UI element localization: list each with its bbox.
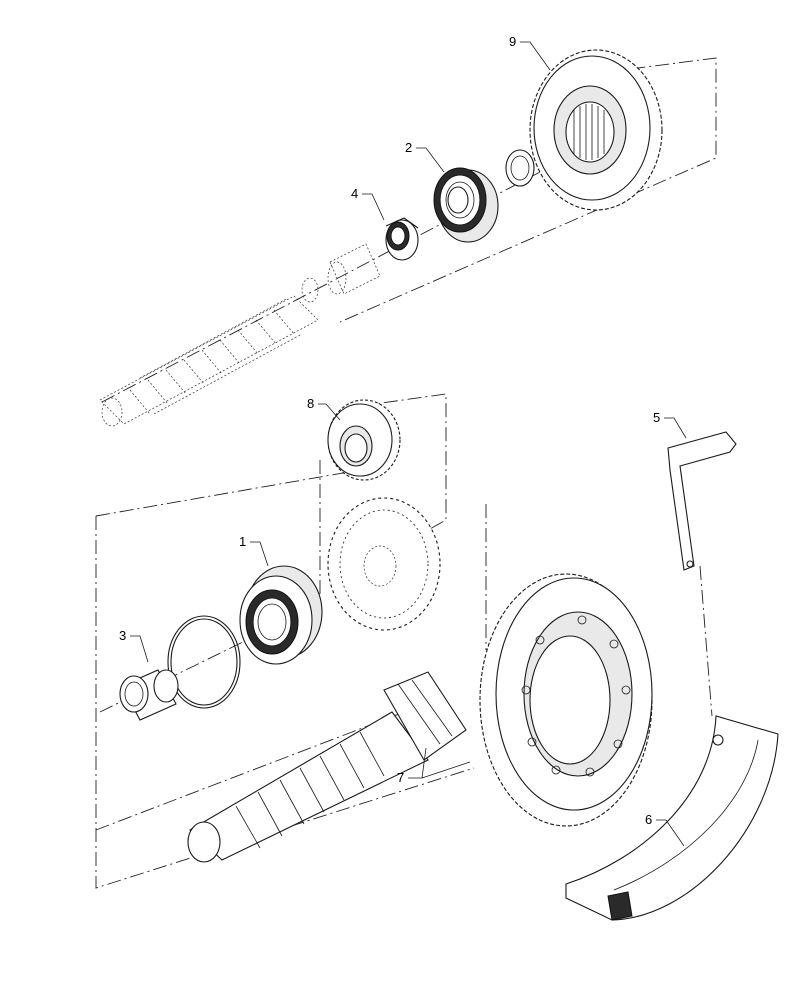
snap-ring bbox=[167, 615, 241, 709]
part-8-small-gear bbox=[327, 399, 401, 481]
callout-5: 5 bbox=[653, 410, 660, 425]
part-4-nut bbox=[385, 217, 419, 261]
part-2-bearing bbox=[433, 167, 499, 243]
callout-9: 9 bbox=[509, 34, 516, 49]
thrust-washer bbox=[505, 149, 535, 187]
part-7-ring-gear bbox=[479, 573, 653, 827]
upper-shaft bbox=[99, 243, 381, 427]
part-1-bearing bbox=[239, 565, 323, 665]
part-7-pinion-shaft bbox=[187, 671, 467, 863]
part-5-bracket bbox=[667, 431, 737, 571]
part-3-bushing bbox=[119, 669, 179, 721]
leader-lines bbox=[130, 41, 687, 847]
callout-6: 6 bbox=[645, 812, 652, 827]
part-6-cover bbox=[565, 715, 779, 921]
callout-7: 7 bbox=[397, 770, 404, 785]
callout-labels: 9 2 4 8 5 1 3 7 6 bbox=[119, 34, 660, 827]
callout-8: 8 bbox=[307, 396, 314, 411]
callout-2: 2 bbox=[405, 140, 412, 155]
callout-4: 4 bbox=[351, 186, 358, 201]
callout-3: 3 bbox=[119, 628, 126, 643]
callout-1: 1 bbox=[239, 534, 246, 549]
part-9-spur-gear bbox=[529, 49, 663, 211]
gear-disc bbox=[327, 497, 441, 631]
